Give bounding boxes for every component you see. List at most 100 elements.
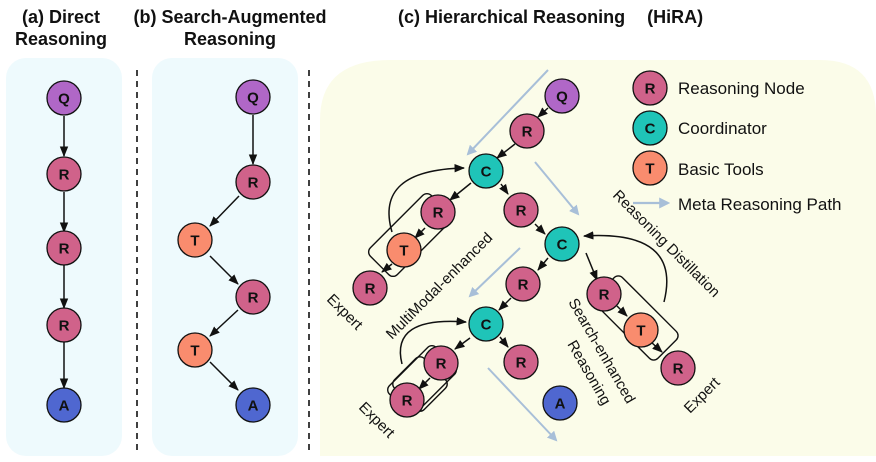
reasoning-node-circle bbox=[389, 382, 425, 418]
reasoning-node-letter: R bbox=[518, 277, 529, 294]
tool-node-circle bbox=[177, 332, 213, 368]
answer-node-circle bbox=[235, 387, 271, 423]
coordinator-node-circle bbox=[632, 110, 668, 146]
node-c-r3: R bbox=[505, 266, 541, 302]
node-b-t1: T bbox=[177, 222, 213, 258]
legend-label-basic-tools: Basic Tools bbox=[678, 160, 764, 179]
node-c-e1-t: T bbox=[386, 232, 422, 268]
node-c-e3-r2: R bbox=[389, 382, 425, 418]
reasoning-node-circle bbox=[503, 344, 539, 380]
reasoning-node-circle bbox=[46, 230, 82, 266]
query-node-circle bbox=[235, 79, 271, 115]
tool-node-letter: T bbox=[636, 323, 645, 340]
reasoning-node-circle bbox=[46, 156, 82, 192]
reasoning-node-circle bbox=[660, 350, 696, 386]
query-node-letter: Q bbox=[556, 89, 568, 106]
node-c-coord2: C bbox=[544, 226, 580, 262]
node-c-coord3: C bbox=[468, 306, 504, 342]
reasoning-node-circle bbox=[420, 194, 456, 230]
edges bbox=[59, 107, 668, 391]
meta-arrow-4 bbox=[487, 367, 558, 442]
panel-search-augmented bbox=[152, 58, 298, 456]
reasoning-node-circle bbox=[509, 113, 545, 149]
query-node-circle bbox=[544, 78, 580, 114]
node-c-e2-t: T bbox=[623, 312, 659, 348]
reasoning-node-circle bbox=[632, 70, 668, 106]
node-b-answer: A bbox=[235, 387, 271, 423]
node-c-answer: A bbox=[542, 385, 578, 421]
reasoning-node-letter: R bbox=[59, 167, 70, 184]
coordinator-node-circle bbox=[468, 153, 504, 189]
answer-node-circle bbox=[46, 387, 82, 423]
node-a-r2: R bbox=[46, 230, 82, 266]
reasoning-node-letter: R bbox=[522, 124, 533, 141]
node-legend-coordinator: C bbox=[632, 110, 668, 146]
node-c-r1: R bbox=[509, 113, 545, 149]
coordinator-node-letter: C bbox=[481, 164, 492, 181]
reasoning-node-letter: R bbox=[433, 205, 444, 222]
answer-node-letter: A bbox=[555, 396, 566, 413]
meta-arrow-1 bbox=[466, 69, 549, 156]
title-search-augmented: (b) Search-Augmented Reasoning bbox=[133, 7, 327, 49]
tool-node-letter: T bbox=[645, 161, 654, 178]
node-c-e3-r1: R bbox=[423, 345, 459, 381]
node-a-r3: R bbox=[46, 307, 82, 343]
node-c-e2-r1: R bbox=[586, 276, 622, 312]
node-b-r2: R bbox=[235, 279, 271, 315]
meta-arrow-2 bbox=[534, 161, 580, 216]
node-a-answer: A bbox=[46, 387, 82, 423]
query-node-letter: Q bbox=[247, 90, 259, 107]
reasoning-node-letter: R bbox=[59, 318, 70, 335]
node-a-query: Q bbox=[46, 80, 82, 116]
reasoning-node-letter: R bbox=[645, 81, 656, 98]
reasoning-node-circle bbox=[235, 279, 271, 315]
title-hierarchical-main: (c) Hierarchical Reasoning bbox=[398, 7, 626, 27]
coordinator-node-letter: C bbox=[557, 237, 568, 254]
reasoning-node-circle bbox=[423, 345, 459, 381]
tool-node-circle bbox=[386, 232, 422, 268]
answer-node-letter: A bbox=[248, 398, 259, 415]
reasoning-node-letter: R bbox=[673, 361, 684, 378]
reasoning-node-circle bbox=[505, 266, 541, 302]
reasoning-node-circle bbox=[46, 307, 82, 343]
node-a-r1: R bbox=[46, 156, 82, 192]
legend-label-coordinator: Coordinator bbox=[678, 119, 767, 138]
node-b-query: Q bbox=[235, 79, 271, 115]
node-b-t2: T bbox=[177, 332, 213, 368]
query-node-circle bbox=[46, 80, 82, 116]
node-legend-tool: T bbox=[632, 150, 668, 186]
coordinator-node-circle bbox=[468, 306, 504, 342]
coordinator-node-letter: C bbox=[481, 317, 492, 334]
reasoning-node-circle bbox=[586, 276, 622, 312]
title-direct-reasoning: (a) Direct Reasoning bbox=[14, 7, 107, 49]
panel-hierarchical bbox=[320, 60, 876, 456]
reasoning-node-letter: R bbox=[59, 241, 70, 258]
reasoning-node-letter: R bbox=[599, 287, 610, 304]
tool-node-letter: T bbox=[190, 343, 199, 360]
title-hierarchical-abbr: (HiRA) bbox=[647, 7, 704, 27]
node-c-e2-r2: R bbox=[660, 350, 696, 386]
answer-node-circle bbox=[542, 385, 578, 421]
reasoning-node-letter: R bbox=[365, 281, 376, 298]
meta-arrow-3 bbox=[468, 247, 521, 298]
answer-node-letter: A bbox=[59, 398, 70, 415]
node-c-query: Q bbox=[544, 78, 580, 114]
node-c-r4: R bbox=[503, 344, 539, 380]
reasoning-node-letter: R bbox=[436, 356, 447, 373]
tool-node-circle bbox=[623, 312, 659, 348]
coordinator-node-letter: C bbox=[645, 121, 656, 138]
node-c-r2: R bbox=[503, 192, 539, 228]
coordinator-node-circle bbox=[544, 226, 580, 262]
tool-node-circle bbox=[177, 222, 213, 258]
node-c-e1-r1: R bbox=[420, 194, 456, 230]
legend: RCT Reasoning Node Coordinator Basic Too… bbox=[632, 70, 842, 214]
query-node-letter: Q bbox=[58, 91, 70, 108]
reasoning-node-letter: R bbox=[516, 355, 527, 372]
node-c-e1-r2: R bbox=[352, 270, 388, 306]
node-c-coord1: C bbox=[468, 153, 504, 189]
reasoning-node-circle bbox=[352, 270, 388, 306]
legend-label-meta-path: Meta Reasoning Path bbox=[678, 195, 842, 214]
reasoning-node-circle bbox=[235, 164, 271, 200]
node-b-r1: R bbox=[235, 164, 271, 200]
